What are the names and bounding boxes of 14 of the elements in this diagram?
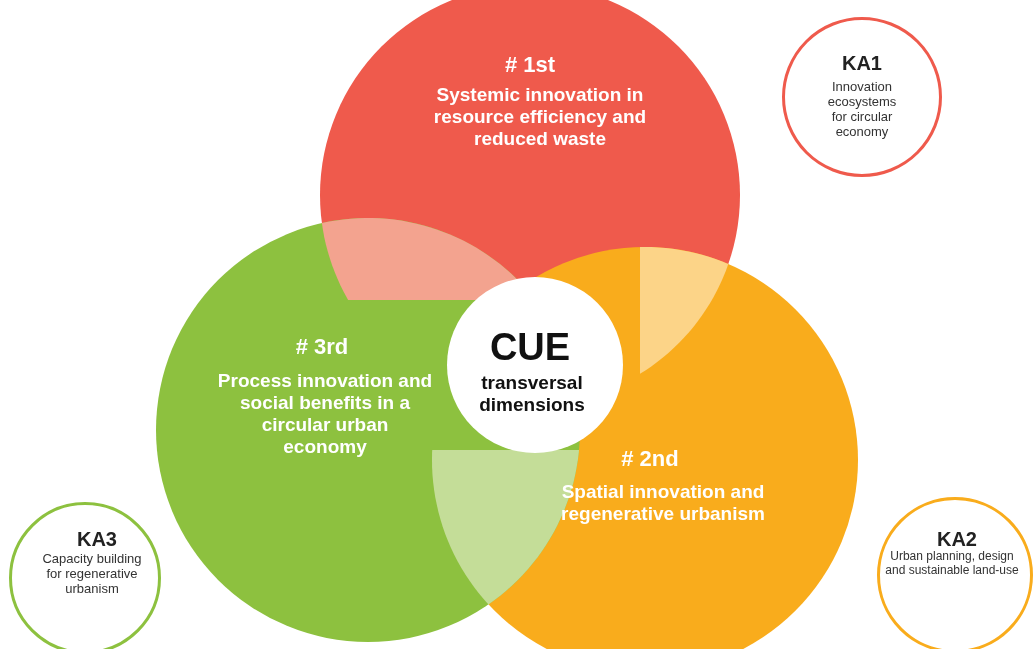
key-action-description: Innovation ecosystems for circular economy: [826, 80, 898, 140]
circle-description: Systemic innovation in resource efficiency and reduced waste: [432, 84, 648, 150]
circle-description: Process innovation and social benefits in a circular urban economy: [217, 370, 433, 458]
key-action-description: Urban planning, design and sustainable land-use: [884, 550, 1020, 578]
center-title: CUE: [488, 326, 572, 370]
center-subtitle: transversal dimensions: [478, 372, 586, 416]
key-action-code: KA3: [76, 528, 118, 551]
circle-number: # 2nd: [620, 446, 680, 472]
key-action-code: KA1: [841, 52, 883, 75]
key-action-description: Capacity building for regenerative urbanism: [41, 552, 143, 597]
circle-number: # 3rd: [294, 334, 350, 360]
circle-number: # 1st: [503, 52, 557, 78]
key-action-code: KA2: [936, 528, 978, 551]
circle-description: Spatial innovation and regenerative urbanism: [560, 481, 766, 525]
